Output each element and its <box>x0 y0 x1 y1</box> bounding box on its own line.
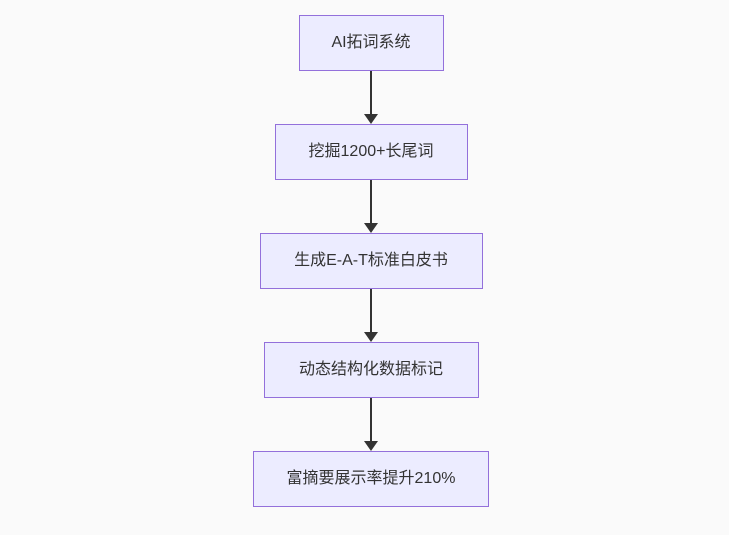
arrowhead-down-icon <box>364 114 378 124</box>
arrow-line <box>370 289 372 333</box>
flow-node-label: 动态结构化数据标记 <box>298 361 443 379</box>
flow-node-longtail-mining: 挖掘1200+长尾词 <box>274 124 468 180</box>
flow-node-structured-data: 动态结构化数据标记 <box>263 342 479 398</box>
arrow-line <box>370 398 372 442</box>
flow-edge-4 <box>364 398 378 451</box>
flow-node-label: 生成E-A-T标准白皮书 <box>294 252 448 270</box>
flowchart: AI拓词系统 挖掘1200+长尾词 生成E-A-T标准白皮书 动态结构化数据标记 <box>253 15 489 507</box>
flow-node-label: AI拓词系统 <box>331 34 411 52</box>
arrowhead-down-icon <box>364 223 378 233</box>
flow-node-eat-whitepaper: 生成E-A-T标准白皮书 <box>259 233 483 289</box>
flow-node-label: 富摘要展示率提升210% <box>286 470 456 488</box>
flow-edge-1 <box>364 71 378 124</box>
flow-node-label: 挖掘1200+长尾词 <box>308 143 434 161</box>
flow-edge-3 <box>364 289 378 342</box>
arrowhead-down-icon <box>364 441 378 451</box>
arrowhead-down-icon <box>364 332 378 342</box>
flow-edge-2 <box>364 180 378 233</box>
flow-node-rich-snippet-result: 富摘要展示率提升210% <box>253 451 489 507</box>
flow-node-ai-keyword-system: AI拓词系统 <box>298 15 444 71</box>
arrow-line <box>370 180 372 224</box>
arrow-line <box>370 71 372 115</box>
